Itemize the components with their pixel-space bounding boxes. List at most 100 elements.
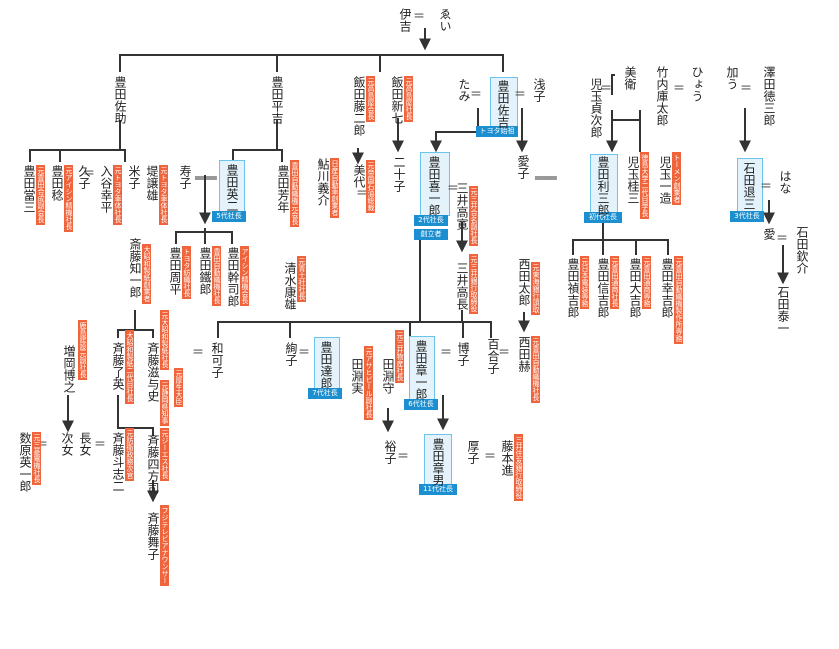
- person-aiko: 愛子: [516, 155, 530, 179]
- tag-saito-toshiji: 元防衛政務次官: [125, 428, 134, 481]
- highlight-sakichi: [490, 77, 518, 127]
- marriage-sign: ＝: [514, 87, 527, 101]
- highlight-shoichiro: [409, 336, 435, 402]
- person-eiji: 豊田英二: [225, 164, 239, 212]
- marriage-sign: ＝: [600, 81, 613, 95]
- tag-kazuhara: 元三菱電機社長: [32, 432, 41, 485]
- tag-iida-shinshichi: 元高島屋社長: [404, 76, 413, 122]
- person-tsutsumi: 堤譲雄: [145, 165, 159, 201]
- marriage-sign: ＝: [673, 81, 686, 95]
- tag-saito-ryoei: 大昭和製紙二代目社長: [125, 330, 134, 404]
- badge-tatsuro: 7代社長: [308, 388, 342, 399]
- marriage-sign: ＝: [192, 345, 205, 359]
- badge-akio: 11代社長: [419, 484, 457, 495]
- person-nishida-taro: 西田太郎: [517, 258, 531, 306]
- badge-eiji: 5代社長: [212, 211, 246, 222]
- tag-minoru: 元アイシン精機社長: [64, 165, 73, 232]
- badge-kiichiro-president: 2代社長: [414, 215, 448, 226]
- person-tetsuro: 豊田鐵郎: [198, 247, 212, 295]
- person-aikawa: 鮎川義介: [316, 158, 330, 206]
- person-saito-shigeshi: 斉藤滋与史: [146, 342, 160, 402]
- tag-saito-shihoji: 元ジーエス社長: [160, 428, 169, 481]
- tag-shinzo: 元豊田合成副会長: [36, 165, 45, 225]
- person-chojo: 長女: [78, 432, 92, 456]
- marriage-sign: ═══: [535, 171, 557, 185]
- person-kodama-keizo: 児玉桂三: [626, 156, 640, 204]
- tag-tabuchi-mamoru: 元三井物産社長: [395, 330, 404, 383]
- person-saito-shihoji: 斉藤四方司: [146, 434, 160, 494]
- person-ei: ゑい: [438, 8, 452, 32]
- badge-kiichiro-founder: 創立者: [414, 229, 448, 240]
- person-hiroko2: 裕子: [383, 440, 397, 464]
- tag-nishida-kaku: 元豊田自動織機社長: [531, 336, 540, 403]
- tag-shizuoka: 元静岡県知事: [160, 380, 169, 426]
- person-atsuko: 厚子: [466, 440, 480, 464]
- person-ishida-kinsuke: 石田欽介: [795, 226, 809, 274]
- tag-kosei: 元厚生大臣: [174, 368, 183, 407]
- tag-tabuchi-minoru: 元アサヒビール副社長: [364, 346, 373, 420]
- person-tabuchi-minoru: 田淵実: [350, 358, 364, 394]
- person-shinkichiro: 豊田信吉郎: [596, 258, 610, 318]
- tag-saito-maiko: フジテレビアナウンサー: [160, 505, 169, 586]
- marriage-sign: ＝: [83, 166, 96, 180]
- badge-sakichi: トヨタ始祖: [476, 126, 518, 137]
- person-iritani: 入谷幸平: [99, 165, 113, 213]
- person-asako: 浅子: [532, 78, 546, 102]
- person-heikichi: 豊田平吉: [270, 76, 284, 124]
- person-hyou: ひょう: [690, 66, 704, 102]
- marriage-sign: ＝: [447, 181, 460, 195]
- tag-kodama-ichizo: トーメン創業者: [672, 152, 681, 205]
- tag-miyo: 元帝国石油総裁: [366, 160, 375, 213]
- badge-ishida: 3代社長: [730, 211, 764, 222]
- person-takeuchi: 竹内庫太郎: [655, 66, 669, 126]
- person-minoru: 豊田稔: [50, 165, 64, 201]
- person-yoshitoshi: 豊田芳年: [276, 165, 290, 213]
- person-saito-maiko: 斉藤舞子: [146, 512, 160, 560]
- person-yuriko: 百合子: [486, 338, 500, 374]
- person-yoneko: 米子: [127, 165, 141, 189]
- marriage-sign: ＝: [470, 87, 483, 101]
- person-shimizu: 清水康雄: [283, 262, 297, 310]
- person-kazuhara: 数原英一郎: [18, 432, 32, 492]
- marriage-sign: ＝: [484, 449, 497, 463]
- marriage-sign: ＝: [776, 231, 789, 245]
- person-shubei: 豊田周平: [168, 247, 182, 295]
- tag-kanshiro: アイシン精機会長: [240, 246, 249, 306]
- person-sawada: 澤田徳三郎: [762, 66, 776, 126]
- tag-masuoka: 鹿島建設元副社長: [78, 320, 87, 380]
- badge-risaburo: 初代社長: [584, 212, 622, 223]
- tag-iritani: 元トヨタ車体社長: [113, 165, 122, 225]
- highlight-ishida: [737, 158, 763, 213]
- person-nishida-kaku: 西田赫: [517, 336, 531, 372]
- tag-fujimoto: 三井住友銀行取締役: [514, 434, 523, 501]
- marriage-sign: ＝: [440, 345, 453, 359]
- marriage-sign: ＝: [760, 179, 773, 193]
- person-tabuchi-mamoru: 田淵守: [381, 358, 395, 394]
- person-saito-toshiji: 斉藤斗志二: [111, 432, 125, 492]
- tag-shimizu: 元青土社社長: [297, 256, 306, 302]
- tag-tetsuro: 豊田自動織機社長: [212, 246, 221, 306]
- person-ishida: 石田退三: [742, 162, 756, 210]
- tag-saito-tomoichiro: 大昭和製紙創業者: [142, 244, 151, 304]
- tag-kokichiro: 元豊田自動織機製作所専務: [674, 256, 683, 344]
- person-sakichi: 豊田佐吉: [496, 80, 510, 128]
- highlight-risaburo: [590, 154, 618, 213]
- person-kau: 加う: [725, 66, 739, 90]
- highlight-akio: [424, 434, 452, 486]
- person-kodama-ichizo: 児玉一造: [658, 156, 672, 204]
- person-tami: たみ: [457, 78, 471, 102]
- person-sasuke: 豊田佐助: [113, 76, 127, 124]
- person-ishida-taiichi: 石田泰一: [776, 286, 790, 334]
- tag-iida-tojiro: 元高島屋会長: [366, 76, 375, 122]
- tag-yoshitoshi: 豊田自動織機元会長: [290, 160, 299, 227]
- person-shoichiro: 豊田章一郎: [414, 340, 428, 400]
- marriage-sign: ＝: [397, 449, 410, 463]
- highlight-eiji: [219, 160, 245, 214]
- person-akio: 豊田章男: [431, 438, 445, 486]
- tag-saito-shigeshi: 元大昭和製紙社長: [160, 310, 169, 370]
- person-toshiko: 寿子: [178, 165, 192, 189]
- person-risaburo: 豊田利三郎: [596, 156, 610, 216]
- person-tatsuro: 豊田達郎: [319, 341, 333, 389]
- person-kanshiro: 豊田幹司郎: [226, 247, 240, 307]
